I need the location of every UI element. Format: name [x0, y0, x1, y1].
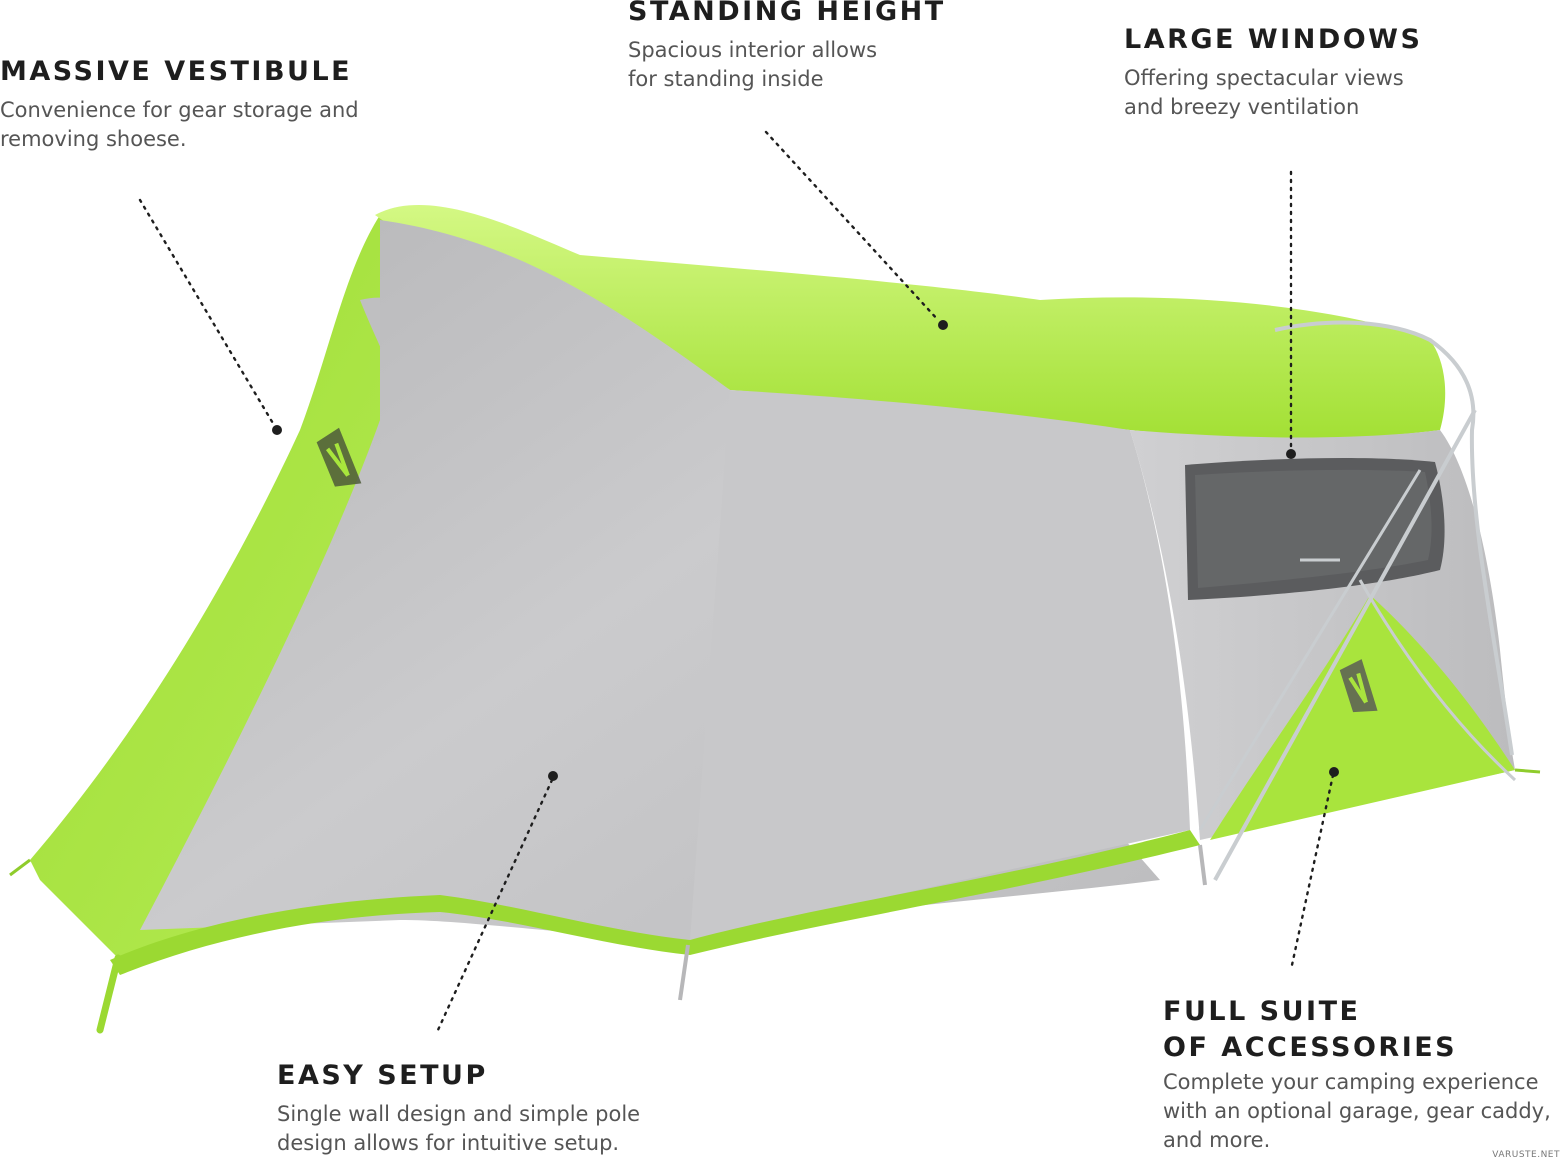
tent-canopy [375, 205, 1446, 438]
tent-door-panel [1210, 595, 1515, 840]
leader-lines [138, 130, 1335, 1032]
tent-pole-arc [1274, 320, 1514, 756]
feature-title: STANDING HEIGHT [628, 0, 946, 27]
leader-setup [436, 778, 554, 1032]
leader-accessories [1290, 773, 1335, 967]
feature-description: Spacious interior allows for standing in… [628, 38, 878, 91]
tent-pole-cross-2 [1300, 558, 1517, 782]
feature-title: LARGE WINDOWS [1124, 24, 1423, 55]
leader-vestibule [138, 198, 276, 427]
feature-description: Single wall design and simple pole desig… [277, 1102, 641, 1155]
callout-easy-setup: EASY SETUP Single wall design and simple… [277, 1058, 640, 1158]
watermark: VARUSTE.NET [1492, 1150, 1560, 1160]
callout-full-suite-accessories: FULL SUITE OF ACCESSORIES Complete your … [1163, 994, 1551, 1155]
callout-large-windows: LARGE WINDOWS Offering spectacular views… [1124, 22, 1422, 122]
feature-title: EASY SETUP [277, 1060, 488, 1091]
tent-hem [110, 830, 1200, 975]
tent-pole-cross-3 [1198, 469, 1422, 831]
stake-front [678, 944, 690, 1001]
tent-front-panel [690, 390, 1190, 940]
feature-description: Convenience for gear storage and removin… [0, 98, 359, 151]
feature-title: FULL SUITE OF ACCESSORIES [1163, 996, 1458, 1063]
brand-logo-vestibule [316, 427, 362, 487]
leader-height [764, 130, 940, 322]
stake-left [96, 954, 122, 1034]
stake-right [1198, 844, 1207, 886]
callout-massive-vestibule: MASSIVE VESTIBULE Convenience for gear s… [0, 54, 359, 154]
feature-title: MASSIVE VESTIBULE [0, 56, 353, 87]
tent-pole-cross-1 [1213, 409, 1477, 881]
feature-description: Offering spectacular views and breezy ve… [1124, 66, 1404, 119]
feature-description: Complete your camping experience with an… [1163, 1070, 1551, 1152]
leader-dots [272, 320, 1339, 781]
callout-standing-height: STANDING HEIGHT Spacious interior allows… [628, 0, 946, 94]
brand-logo-door [1339, 659, 1378, 713]
